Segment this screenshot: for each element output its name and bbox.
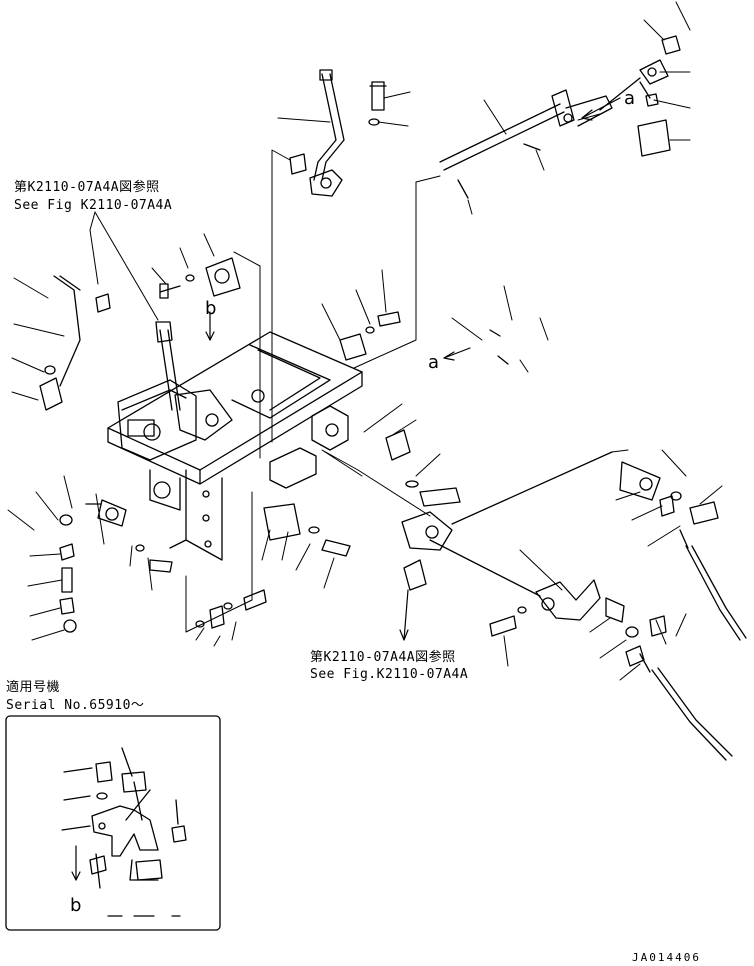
fasteners <box>39 81 719 667</box>
view-label-a-middle: a <box>428 352 440 373</box>
reference-note-1-japanese: 第K2110-07A4A図参照 <box>14 180 160 195</box>
inset-box <box>5 715 221 931</box>
leader-lines <box>7 1 723 681</box>
reference-note-1-english: See Fig K2110-07A4A <box>14 198 173 213</box>
control-box <box>107 331 363 561</box>
shift-lever <box>155 321 233 441</box>
applicability-japanese: 適用号機 <box>6 680 61 695</box>
reference-note-2-english: See Fig.K2110-07A4A <box>310 667 469 682</box>
view-arrows <box>71 97 621 881</box>
view-label-a-upper: a <box>624 88 636 109</box>
right-linkage <box>401 451 747 761</box>
upper-bent-rod <box>289 69 345 197</box>
drawing-code: JA014406 <box>632 951 701 964</box>
view-label-b-inset: b <box>70 895 82 916</box>
applicability-serial: Serial No.65910～ <box>6 698 145 713</box>
long-rod <box>439 35 681 171</box>
view-label-b-main: b <box>205 298 217 319</box>
reference-note-2-japanese: 第K2110-07A4A図参照 <box>310 650 456 665</box>
